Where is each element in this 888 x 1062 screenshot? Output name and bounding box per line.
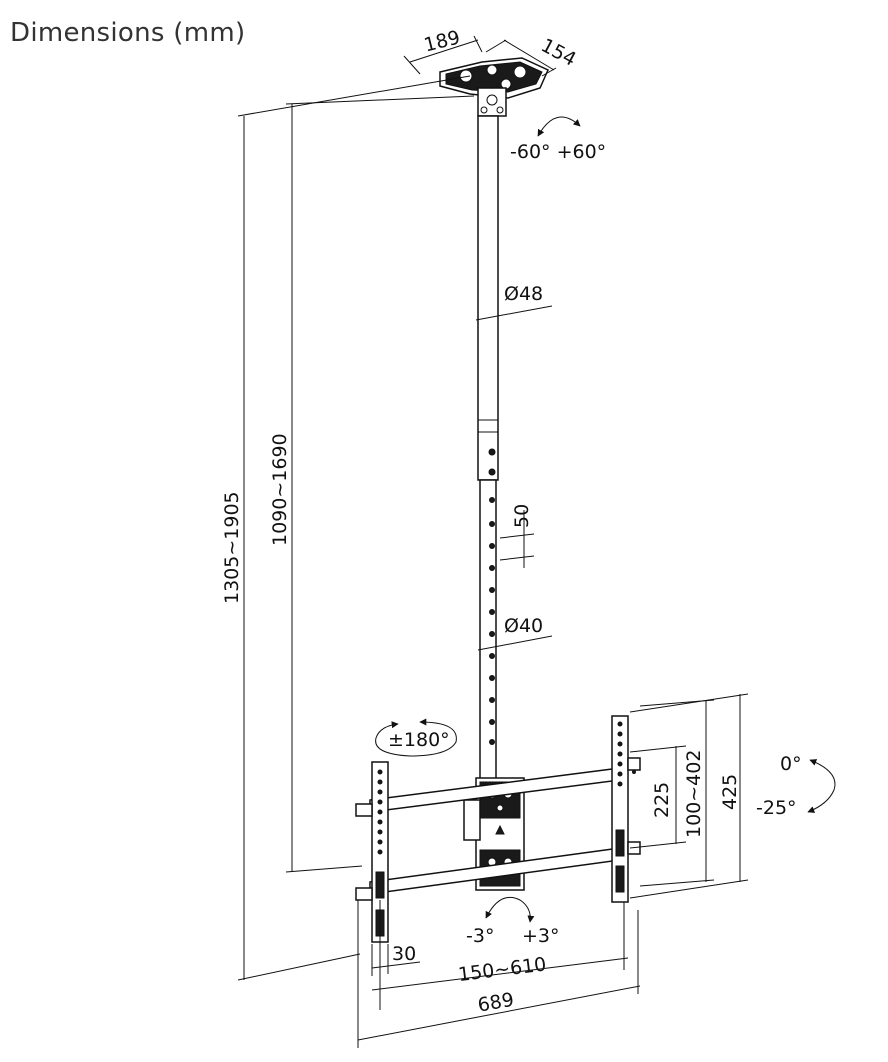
lower-pole: [479, 479, 497, 781]
label-overall-width: 689: [476, 989, 516, 1017]
dimension-overall-width: [357, 900, 641, 1048]
label-arm-height: 425: [719, 774, 741, 810]
label-vesa-width: 150~610: [457, 953, 547, 986]
rotation-arrow: [375, 718, 457, 757]
tilt-arrow: [807, 759, 836, 813]
dimension-vesa-height-a: [629, 745, 687, 849]
label-level-right: +3°: [522, 925, 560, 947]
dimension-pole-height: [285, 95, 475, 873]
right-arm: [611, 715, 641, 903]
label-overall-height: 1305~1905: [221, 491, 243, 604]
label-plate-depth: 154: [537, 34, 579, 70]
dimension-hole-spacing: [499, 510, 535, 568]
swivel-arrow-top: [537, 116, 581, 137]
level-arrow: [485, 896, 535, 923]
ceiling-plate: [439, 57, 549, 117]
label-rotation: ±180°: [388, 729, 450, 751]
label-pole-lower-diameter: Ø40: [504, 615, 543, 637]
leader-pole-upper: [475, 305, 553, 321]
label-pole-height: 1090~1690: [269, 433, 291, 546]
dimension-plate-depth: [485, 39, 557, 77]
label-pole-upper-diameter: Ø48: [504, 283, 543, 305]
label-tilt-top: 0°: [780, 753, 802, 775]
dimension-arm-height: [629, 693, 749, 899]
label-plate-width: 189: [422, 26, 463, 56]
label-vesa-height-a: 225: [651, 782, 673, 818]
dimension-overall-height: [237, 75, 471, 981]
label-level-left: -3°: [466, 925, 494, 947]
page-title: Dimensions (mm): [10, 18, 246, 48]
upper-pole: [477, 115, 499, 481]
label-arm-depth: 30: [392, 943, 416, 965]
leader-pole-lower: [477, 635, 553, 651]
label-hole-spacing: 50: [511, 504, 533, 528]
label-tilt-bottom: -25°: [756, 797, 797, 819]
left-arm: [355, 761, 389, 943]
label-swivel-top: -60° +60°: [510, 141, 606, 163]
dimension-vesa-width: [371, 900, 629, 1010]
dimension-plate-width: [403, 35, 483, 75]
label-vesa-height-b: 100~402: [683, 750, 705, 838]
